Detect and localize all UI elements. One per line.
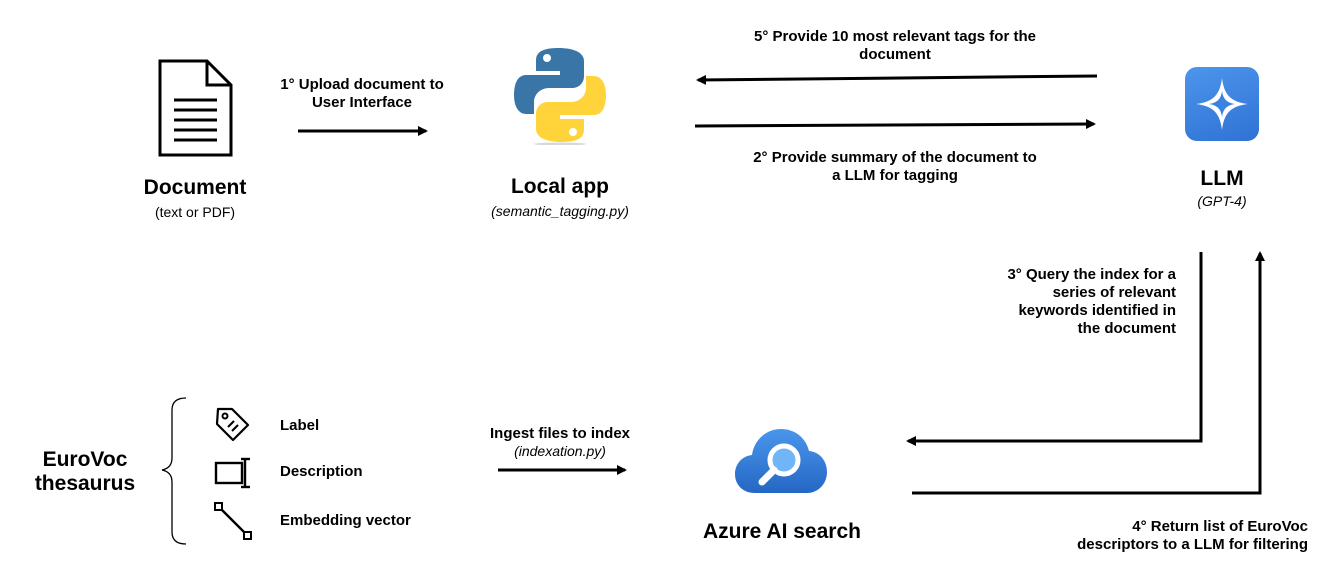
search-cloud-icon [735,429,827,493]
eurovoc-title: EuroVoc thesaurus [34,448,136,495]
text-field-icon [214,457,250,489]
arrow-query-index [906,252,1203,446]
eurovoc-field-label: Label [212,405,452,445]
llm-subtitle: (GPT-4) [1197,193,1247,209]
local-app-node: Local app (semantic_tagging.py) [460,45,660,225]
arrow-return-tags [696,74,1098,85]
document-subtitle: (text or PDF) [154,204,236,220]
azure-title: Azure AI search [703,520,861,543]
eurovoc-brace [161,397,187,545]
field-description-text: Description [280,463,363,480]
document-node: Document (text or PDF) [125,58,265,228]
llm-node: LLM (GPT-4) [1160,62,1280,212]
arrow-return-descriptors [912,251,1265,495]
step2-label: 2° Provide summary of the document to a … [753,149,1037,184]
eurovoc-field-description: Description [212,453,452,493]
document-icon [158,59,233,157]
step5-label: 5° Provide 10 most relevant tags for the… [754,28,1036,63]
step3-label: 3° Query the index for a series of relev… [1007,266,1176,337]
document-title: Document [143,176,247,199]
step4-label: 4° Return list of EuroVoc descriptors to… [1077,518,1308,553]
field-label-text: Label [280,417,320,434]
step1-label: 1° Upload document to User Interface [280,76,444,111]
sparkle-icon [1185,67,1259,141]
eurovoc-field-embedding: Embedding vector [212,500,452,544]
local-app-title: Local app [510,175,610,198]
python-logo-icon [514,48,606,145]
vector-icon [214,502,252,540]
azure-node: Azure AI search [690,420,870,550]
local-app-subtitle: (semantic_tagging.py) [491,203,629,219]
ingest-label: Ingest files to index (indexation.py) [489,425,631,459]
tag-icon [215,407,250,442]
llm-title: LLM [1200,167,1244,190]
arrow-summary [694,119,1096,130]
field-embedding-text: Embedding vector [280,512,411,529]
